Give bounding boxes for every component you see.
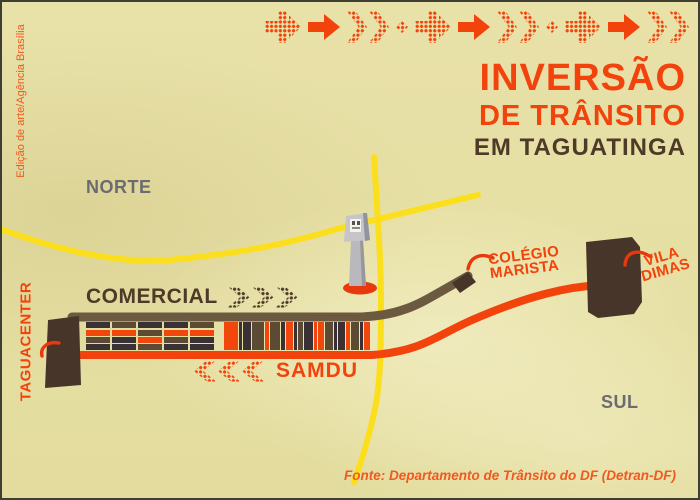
- building-block: [298, 322, 303, 350]
- building-block: [252, 322, 264, 350]
- building-block: [190, 344, 214, 350]
- chevron-right-icon: [251, 286, 274, 308]
- building-block: [190, 337, 214, 343]
- building-block: [86, 344, 110, 350]
- building-block: [318, 322, 324, 350]
- building-block: [314, 322, 317, 350]
- chevron-left-icon: [194, 360, 216, 382]
- building-block: [164, 337, 188, 343]
- colegio-marista-building: [452, 272, 476, 293]
- chevron-left-icon: [242, 360, 264, 382]
- diamond-dot-icon: [546, 21, 558, 33]
- building-block: [86, 330, 110, 336]
- building-block: [360, 322, 363, 350]
- taguacenter-building: [45, 316, 81, 388]
- building-block: [112, 322, 136, 328]
- building-block: [281, 322, 285, 350]
- building-block: [346, 322, 350, 350]
- yellow-road-west-east: [2, 192, 481, 264]
- building-block: [86, 337, 110, 343]
- yellow-road-north-south: [351, 154, 385, 485]
- building-block: [286, 322, 293, 350]
- tower-clock-mark: [352, 227, 360, 229]
- building-block: [325, 322, 333, 350]
- building-block: [112, 330, 136, 336]
- title-block: INVERSÃO DE TRÂNSITO EM TAGUATINGA: [474, 59, 686, 160]
- building-block: [243, 322, 251, 350]
- building-block: [334, 322, 337, 350]
- tower-column-shade: [360, 240, 366, 286]
- building-block: [351, 322, 359, 350]
- building-block: [294, 322, 297, 350]
- building-block: [270, 322, 280, 350]
- label-sul: SUL: [601, 392, 639, 412]
- tower-clock-digit: [352, 221, 355, 225]
- building-block: [338, 322, 345, 350]
- vila-dimas-pointer-arrow: [623, 250, 653, 267]
- building-block: [164, 322, 188, 328]
- building-block: [304, 322, 313, 350]
- chevron-right-icon: [227, 286, 250, 308]
- comercial-road: [67, 271, 473, 322]
- chevron-left-icon: [218, 360, 240, 382]
- dotted-chevrons-icon: [497, 11, 539, 43]
- building-block: [138, 330, 162, 336]
- building-block: [265, 322, 269, 350]
- title-line-1: INVERSÃO: [479, 57, 686, 99]
- vila-dimas-building: [586, 237, 642, 318]
- tower-clock-digit: [357, 221, 360, 225]
- building-block: [190, 330, 214, 336]
- samdu-road: [68, 282, 592, 359]
- chevron-right-icon: [275, 286, 298, 308]
- title-line-3: EM TAGUATINGA: [473, 134, 686, 161]
- clock-tower: [343, 213, 377, 295]
- building-block: [164, 330, 188, 336]
- building-block: [164, 344, 188, 350]
- building-block: [224, 322, 238, 350]
- tower-clock-face: [350, 219, 361, 232]
- comercial-label-row: COMERCIAL: [86, 285, 298, 309]
- building-block: [112, 344, 136, 350]
- building-block: [86, 322, 110, 328]
- dotted-chevrons-icon: [647, 11, 689, 43]
- building-block: [190, 322, 214, 328]
- building-block: [112, 337, 136, 343]
- building-block: [138, 344, 162, 350]
- tower-head-shade: [363, 213, 370, 241]
- taguacenter-pointer-arrow: [39, 340, 61, 358]
- dotted-chevrons-icon: [347, 11, 389, 43]
- source-credit: Fonte: Departamento de Trânsito do DF (D…: [343, 468, 676, 483]
- label-comercial: COMERCIAL: [86, 285, 218, 308]
- building-block: [138, 337, 162, 343]
- title-line-2: DE TRÂNSITO: [478, 100, 686, 132]
- label-samdu: SAMDU: [276, 359, 358, 382]
- building-block: [364, 322, 370, 350]
- chevrons-right-icon: [227, 286, 298, 308]
- samdu-label-row: SAMDU: [194, 359, 358, 383]
- decorative-arrows-band: [265, 11, 689, 43]
- diamond-dot-icon: [396, 21, 408, 33]
- commercial-strip-buildings: [86, 322, 370, 350]
- label-taguacenter: TAGUACENTER: [17, 281, 35, 402]
- colegio-marista-pointer-arrow: [466, 253, 495, 271]
- building-block: [138, 322, 162, 328]
- building-block: [239, 322, 242, 350]
- chevrons-left-icon: [194, 360, 264, 382]
- label-norte: NORTE: [86, 177, 152, 197]
